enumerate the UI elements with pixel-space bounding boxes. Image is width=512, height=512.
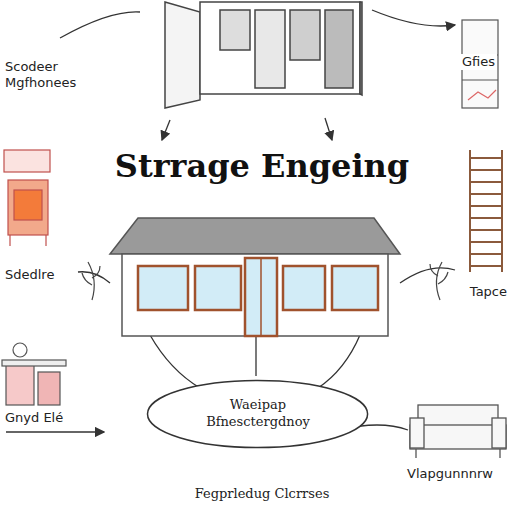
part-label: Tapce (468, 284, 509, 300)
part-label: Scodeer Mgfhonees (3, 59, 102, 92)
diagram-title: Strrage Engeing (113, 146, 411, 186)
node-text: Waeipap Bfnesctergdnoy (183, 397, 333, 431)
ladder (470, 150, 502, 272)
wardrobe (165, 2, 362, 108)
part-label: Sdedlre (3, 267, 56, 283)
part-label: Vlapgunnnrw (405, 466, 495, 482)
part-label: Gfies (460, 54, 497, 70)
oval-node: Waeipap Bfnesctergdnoy (146, 379, 369, 449)
caption: Fegprledug Clcrrses (193, 486, 332, 502)
plant (82, 262, 448, 300)
armchair (4, 150, 50, 246)
sofa (410, 405, 506, 458)
house (110, 218, 400, 336)
desk (2, 343, 66, 405)
part-label: Gnyd Elé (3, 410, 65, 426)
